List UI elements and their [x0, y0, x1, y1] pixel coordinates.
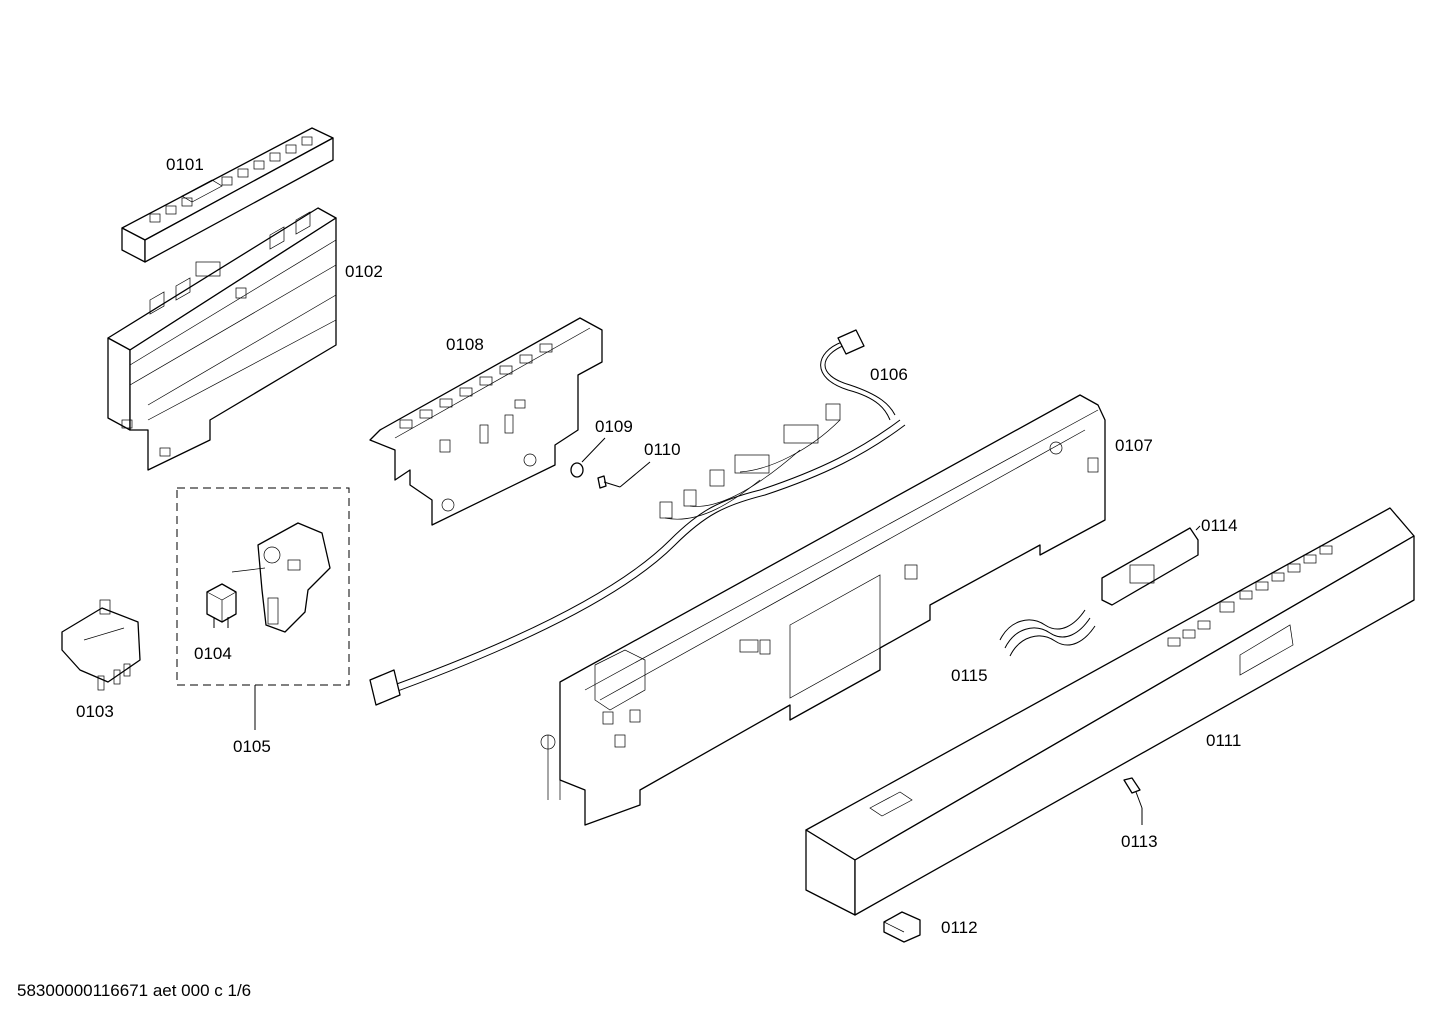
part-0105-switch-assembly: [231, 522, 331, 633]
label-0104: 0104: [194, 644, 232, 663]
label-0106: 0106: [870, 365, 908, 384]
label-0103: 0103: [76, 702, 114, 721]
part-0108-bracket: [369, 317, 603, 526]
label-0101: 0101: [166, 155, 204, 174]
part-0103-switch: [61, 599, 141, 691]
assembly-0105-box: [176, 487, 350, 686]
label-0111: 0111: [1206, 731, 1241, 750]
part-0113-screw: [1123, 777, 1143, 825]
label-0113: 0113: [1121, 832, 1158, 851]
label-0109: 0109: [595, 417, 633, 436]
part-0112-clip: [883, 911, 921, 943]
part-0109-washer: [570, 462, 584, 478]
drawing-footer-id: 58300000116671 aet 000 c 1/6: [17, 981, 251, 1000]
label-0114: 0114: [1201, 516, 1238, 535]
label-0108: 0108: [446, 335, 484, 354]
label-0102: 0102: [345, 262, 383, 281]
part-0111-control-panel: [805, 507, 1415, 916]
leader-0109: [581, 437, 606, 463]
part-labels: 0101 0102 0103 0104 0105 0106 0107 0108 …: [76, 155, 1241, 937]
part-0115-ribbon-cable: [999, 609, 1096, 657]
part-0107-frame: [540, 394, 1106, 826]
part-0104-relay: [206, 583, 237, 628]
label-0110: 0110: [644, 440, 681, 459]
label-0105: 0105: [233, 737, 271, 756]
label-0112: 0112: [941, 918, 978, 937]
part-0110-screw: [597, 461, 651, 489]
part-0114-display-board: [1101, 525, 1201, 606]
label-0115: 0115: [951, 666, 988, 685]
part-0101-button-strip: [121, 127, 334, 263]
part-0102-control-module: [107, 207, 337, 471]
part-0106-wiring-harness: [369, 329, 906, 706]
label-0107: 0107: [1115, 436, 1153, 455]
